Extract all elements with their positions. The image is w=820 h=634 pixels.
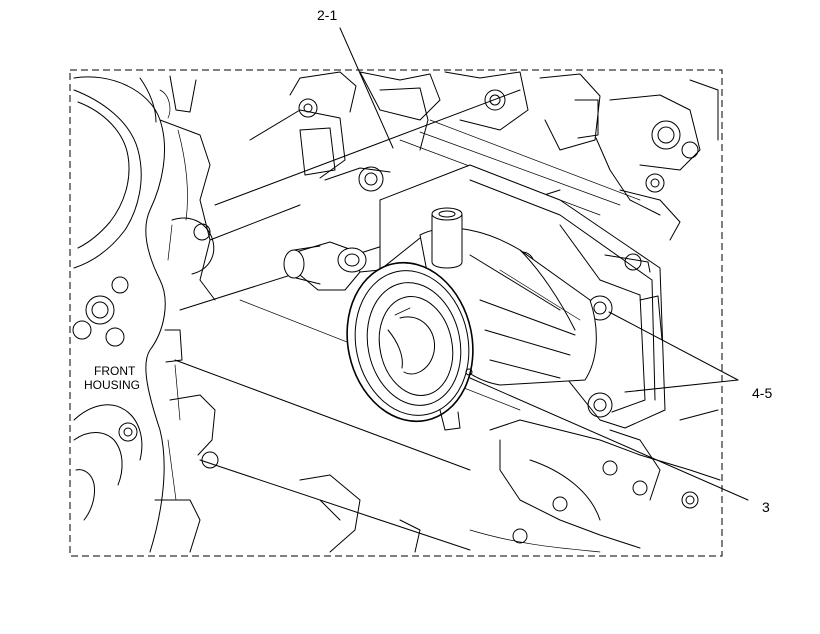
lower-right-housing	[299, 409, 721, 553]
front-housing-label-line2: HOUSING	[84, 378, 140, 392]
callout-4-5: 4-5	[752, 385, 772, 401]
callout-leaders	[339, 27, 749, 501]
view-border	[69, 69, 723, 557]
front-housing-label-line1: FRONT	[94, 364, 136, 378]
callout-3: 3	[762, 499, 770, 515]
pump-housing	[283, 164, 666, 431]
front-housing	[72, 75, 219, 553]
callout-2-1: 2-1	[317, 7, 337, 23]
